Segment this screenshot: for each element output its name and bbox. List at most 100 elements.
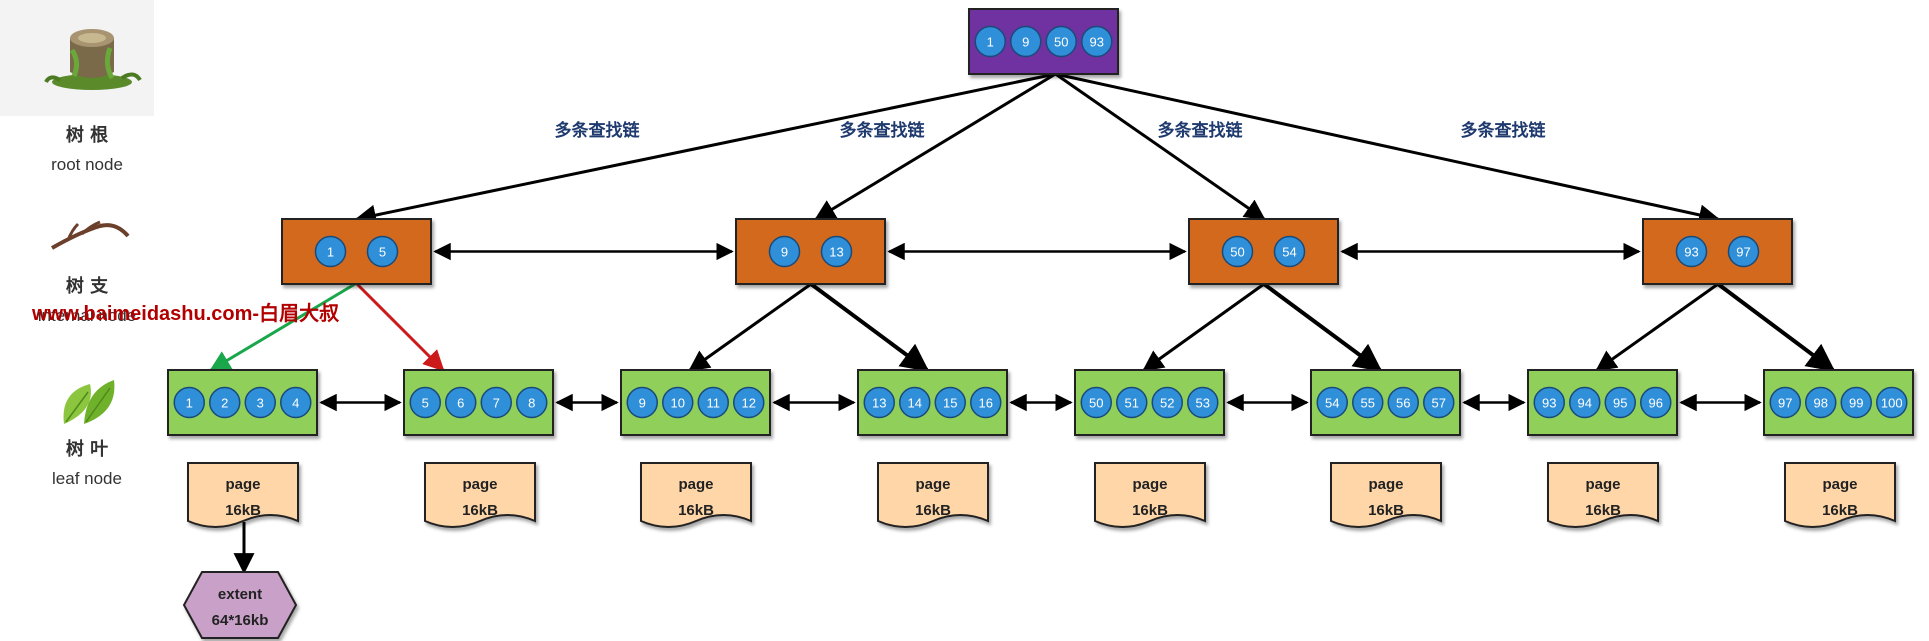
page-shape bbox=[1547, 462, 1659, 528]
key-circle bbox=[733, 386, 765, 419]
key-label: 50 bbox=[1089, 396, 1103, 411]
key-circle bbox=[1423, 386, 1455, 419]
key-circle bbox=[697, 386, 729, 419]
key-label: 1 bbox=[327, 245, 334, 260]
key-label: 50 bbox=[1230, 245, 1244, 260]
root-label-cn: 树 根 bbox=[66, 124, 108, 146]
tree-edges bbox=[209, 72, 1836, 575]
internal-to-leaf-arrow bbox=[1716, 282, 1836, 372]
key-circle bbox=[662, 386, 694, 419]
search-chain-label: 多条查找链 bbox=[1158, 120, 1244, 141]
extent-shape bbox=[182, 571, 298, 639]
page-label: page bbox=[225, 476, 260, 493]
page-size-label: 16kB bbox=[915, 502, 951, 519]
key-label: 14 bbox=[908, 396, 922, 411]
key-label: 97 bbox=[1778, 396, 1792, 411]
key-label: 55 bbox=[1361, 396, 1375, 411]
key-circle bbox=[934, 386, 966, 419]
key-circle bbox=[314, 235, 347, 268]
search-chain-label: 多条查找链 bbox=[1461, 120, 1547, 141]
key-circle bbox=[1352, 386, 1384, 419]
page-size-label: 16kB bbox=[1368, 502, 1404, 519]
key-label: 8 bbox=[528, 396, 535, 411]
key-label: 50 bbox=[1054, 35, 1068, 50]
key-circle bbox=[1769, 386, 1801, 419]
page-shape bbox=[877, 462, 989, 528]
root-to-internal-arrow bbox=[814, 72, 1057, 221]
key-label: 16 bbox=[979, 396, 993, 411]
internal-to-leaf-arrow bbox=[1262, 282, 1383, 372]
key-label: 13 bbox=[872, 396, 886, 411]
key-circle bbox=[974, 25, 1006, 58]
extent-label: extent bbox=[218, 586, 262, 603]
page-label: page bbox=[678, 476, 713, 493]
key-circle bbox=[1533, 386, 1565, 419]
page-shape bbox=[424, 462, 536, 528]
key-label: 9 bbox=[781, 245, 788, 260]
key-circle bbox=[1876, 386, 1908, 419]
internal-node: 50 54 bbox=[1188, 218, 1339, 285]
page-shape bbox=[1094, 462, 1206, 528]
key-label: 15 bbox=[943, 396, 957, 411]
key-label: 100 bbox=[1881, 396, 1903, 411]
key-circle bbox=[863, 386, 895, 419]
internal-node-box bbox=[1188, 218, 1339, 285]
key-circle bbox=[1080, 386, 1112, 419]
key-circle bbox=[626, 386, 658, 419]
key-label: 6 bbox=[457, 396, 464, 411]
key-label: 99 bbox=[1849, 396, 1863, 411]
search-chain-label: 多条查找链 bbox=[555, 120, 641, 141]
internal-label-en: internal node bbox=[38, 306, 136, 325]
page-shape bbox=[187, 462, 299, 528]
root-to-internal-arrow bbox=[1055, 72, 1721, 226]
internal-node-box bbox=[735, 218, 886, 285]
key-circle bbox=[1010, 25, 1042, 58]
key-label: 12 bbox=[742, 396, 756, 411]
key-circle bbox=[1640, 386, 1672, 419]
key-circle bbox=[445, 386, 477, 419]
key-circle bbox=[1273, 235, 1306, 268]
key-circle bbox=[1316, 386, 1348, 419]
key-circle bbox=[820, 235, 853, 268]
root-to-internal-arrow bbox=[1054, 72, 1266, 221]
key-label: 94 bbox=[1578, 396, 1592, 411]
page-shape bbox=[1330, 462, 1442, 528]
watermark: www.baimeidashu.com-白眉大叔 bbox=[31, 301, 340, 325]
key-label: 2 bbox=[221, 396, 228, 411]
key-label: 9 bbox=[1022, 35, 1029, 50]
key-circle bbox=[1187, 386, 1219, 419]
key-circle bbox=[366, 235, 399, 268]
key-label: 3 bbox=[257, 396, 264, 411]
key-circle bbox=[1840, 386, 1872, 419]
key-circle bbox=[280, 386, 312, 419]
page-label: page bbox=[462, 476, 497, 493]
key-label: 1 bbox=[186, 396, 193, 411]
key-label: 54 bbox=[1282, 245, 1296, 260]
key-circle bbox=[1727, 235, 1760, 268]
key-label: 97 bbox=[1736, 245, 1750, 260]
key-circle bbox=[244, 386, 276, 419]
page-label: page bbox=[1132, 476, 1167, 493]
page-size-label: 16kB bbox=[1822, 502, 1858, 519]
key-circle bbox=[1116, 386, 1148, 419]
key-label: 95 bbox=[1613, 396, 1627, 411]
key-label: 51 bbox=[1125, 396, 1139, 411]
key-circle bbox=[173, 386, 205, 419]
key-circle bbox=[970, 386, 1002, 419]
search-chain-label: 多条查找链 bbox=[840, 120, 926, 141]
key-label: 1 bbox=[987, 35, 994, 50]
page-size-label: 16kB bbox=[462, 502, 498, 519]
key-circle bbox=[1045, 25, 1077, 58]
green-pointer-arrow bbox=[209, 282, 356, 372]
